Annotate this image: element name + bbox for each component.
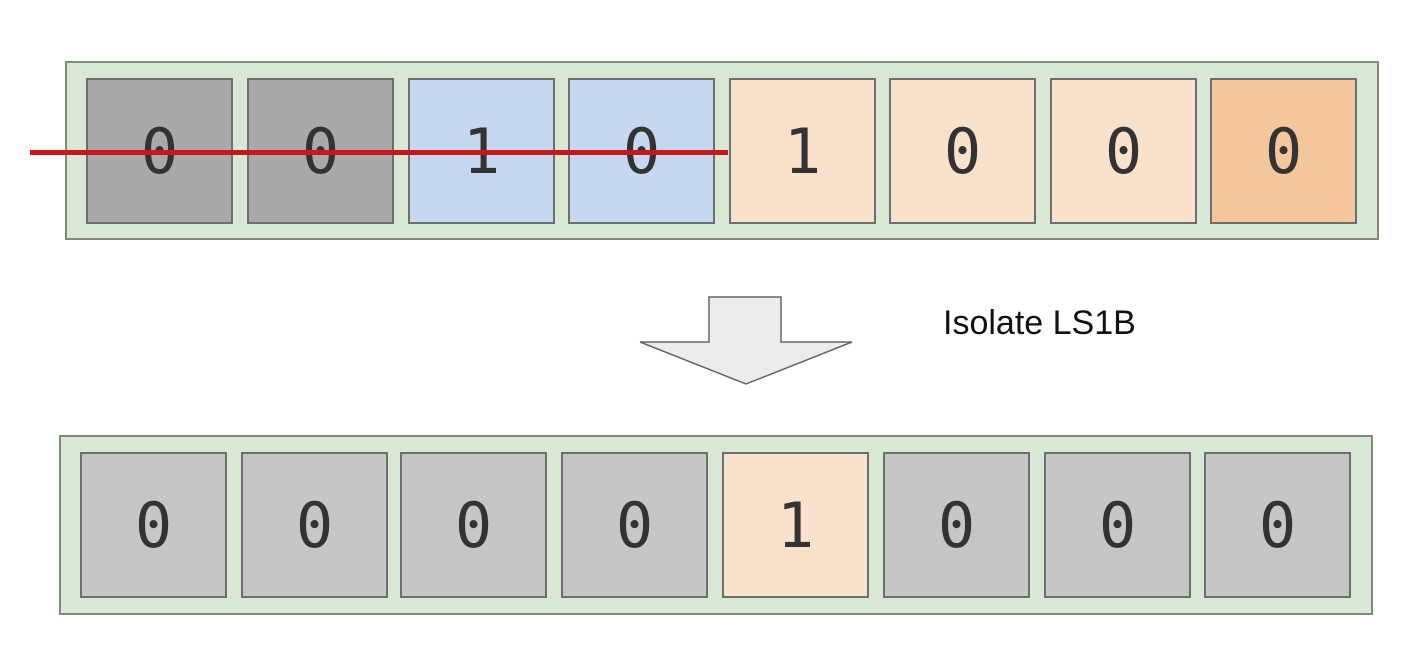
bit-cell: 0 — [400, 452, 547, 598]
operation-label: Isolate LS1B — [943, 304, 1136, 342]
bit-cell: 1 — [722, 452, 869, 598]
bit-cell: 0 — [561, 452, 708, 598]
bit-cell: 0 — [1050, 78, 1197, 224]
bit-cell: 0 — [1044, 452, 1191, 598]
bit-cell: 1 — [729, 78, 876, 224]
bit-cell: 0 — [241, 452, 388, 598]
down-arrow-icon — [639, 296, 853, 385]
strike-through-line — [30, 150, 728, 155]
bit-cell: 0 — [889, 78, 1036, 224]
bit-cell: 0 — [80, 452, 227, 598]
bit-cell: 0 — [1204, 452, 1351, 598]
bit-cell: 0 — [1210, 78, 1357, 224]
bit-cell: 0 — [883, 452, 1030, 598]
